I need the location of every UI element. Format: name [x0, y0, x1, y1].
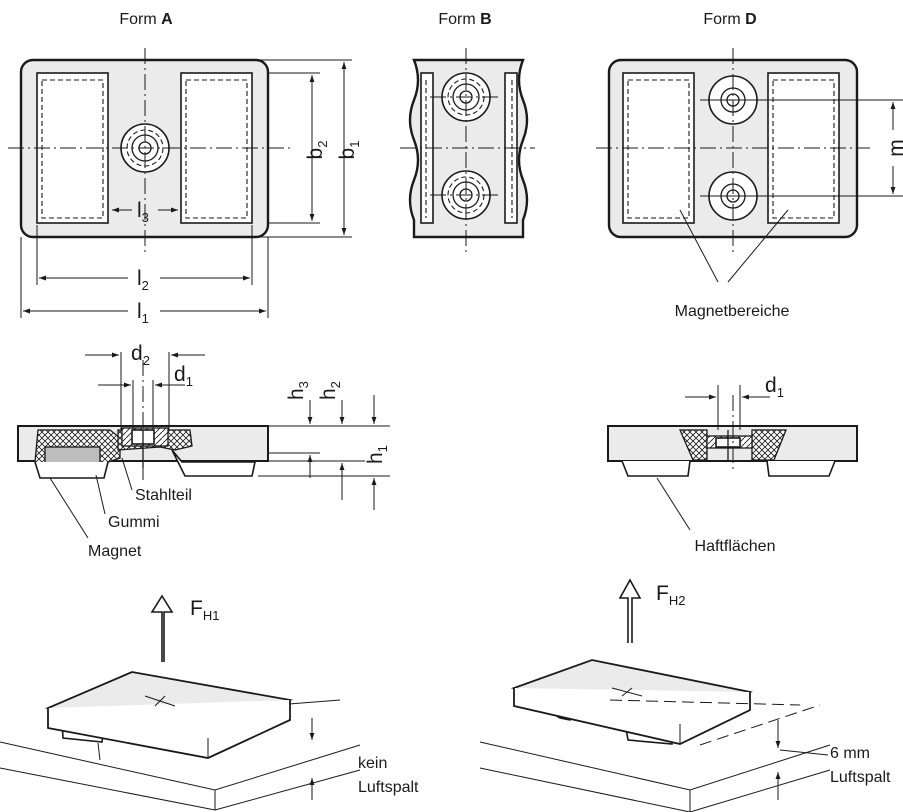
dim-d1-d: d1: [765, 374, 784, 400]
force-arrow-fh1: [150, 594, 174, 662]
form-a-section: d2 d1 h3 h2 h1 Stahlteil Gummi Magnet: [17, 342, 390, 560]
force-fh1: FH1: [190, 597, 219, 623]
dim-b2: b2: [304, 141, 330, 160]
label-luftspalt-1: Luftspalt: [358, 779, 419, 796]
form-d-section: d1 Haftflächen: [607, 374, 858, 555]
dim-l2: l2: [137, 267, 149, 293]
form-b-body: [408, 58, 529, 239]
dim-d2: d2: [131, 342, 150, 368]
form-d-title: Form D: [703, 11, 756, 28]
form-a-title: Form A: [119, 11, 173, 28]
dim-h1: h1: [364, 445, 390, 464]
form-d-view: Form D m Magnetbereiche: [596, 11, 903, 320]
dim-l3: l3: [137, 199, 149, 225]
dim-h2: h2: [317, 381, 343, 400]
label-stahlteil: Stahlteil: [135, 487, 192, 504]
label-luftspalt-2: Luftspalt: [830, 769, 891, 786]
force-arrow-fh2: [618, 578, 642, 643]
form-b-title: Form B: [438, 11, 491, 28]
form-a-view: Form A b2 b1 l3 l2: [8, 11, 362, 326]
label-haftflaechen: Haftflächen: [695, 538, 776, 555]
dim-l1: l1: [137, 300, 149, 326]
dim-b1: b1: [336, 141, 362, 160]
label-gap-6mm: 6 mm: [830, 745, 870, 762]
dim-m: m: [885, 139, 903, 157]
label-kein: kein: [358, 755, 387, 772]
force-fh2: FH2: [656, 582, 685, 608]
label-gummi: Gummi: [108, 514, 160, 531]
label-magnetbereiche: Magnetbereiche: [675, 303, 790, 320]
form-b-view: Form B: [400, 11, 535, 252]
dim-h3: h3: [285, 381, 311, 400]
label-magnet: Magnet: [88, 543, 142, 560]
iso-6mm-gap: FH2 6 mm Luftspalt: [479, 578, 891, 812]
dim-d1-a: d1: [174, 363, 193, 389]
iso-no-gap: FH1 kein Luftspalt: [0, 594, 419, 811]
